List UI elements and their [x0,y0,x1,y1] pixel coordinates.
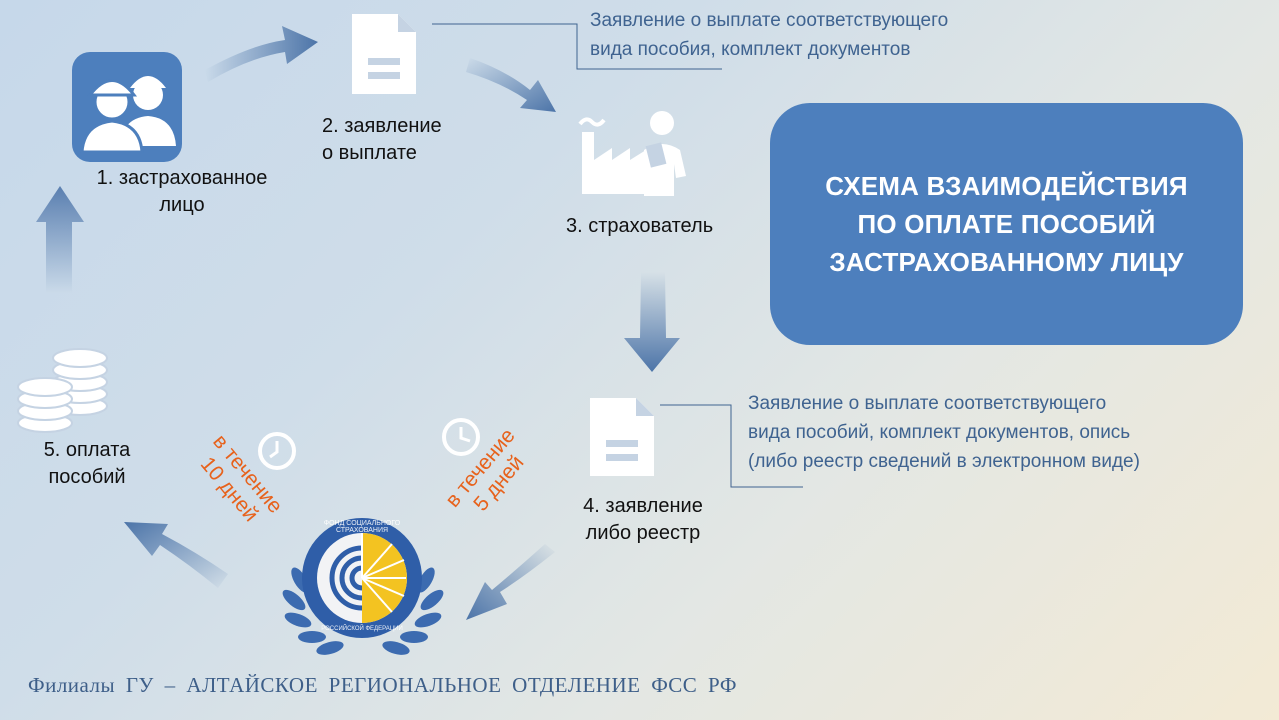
step-1-label: 1. застрахованное лицо [66,165,298,219]
step-4-note: Заявление о выплате соответствующего вид… [748,389,1140,476]
flow-arrow-4-to-fund [466,544,555,620]
note-connector-step4 [660,404,803,488]
step-2-note-line-2: вида пособия, комплект документов [590,39,911,60]
step-4-note-line-2: вида пособий, комплект документов, опись [748,422,1131,443]
step-3-line-1: 3. страхователь [566,215,714,237]
step-5-line-2: пособий [48,466,126,488]
footer-organization: Филиалы ГУ – АЛТАЙСКОЕ РЕГИОНАЛЬНОЕ ОТДЕ… [28,673,737,697]
title-line-2: ПО ОПЛАТЕ ПОСОБИЙ [857,209,1156,239]
title-line-3: ЗАСТРАХОВАННОМУ ЛИЦУ [829,247,1184,277]
title-box: СХЕМА ВЗАИМОДЕЙСТВИЯ ПО ОПЛАТЕ ПОСОБИЙ З… [770,103,1243,345]
emblem-text-top: ФОНД СОЦИАЛЬНОГО СТРАХОВАНИЯ [323,520,401,534]
fss-emblem-ring-text: ФОНД СОЦИАЛЬНОГО СТРАХОВАНИЯ [302,520,422,534]
document-icon [352,14,416,94]
employer-factory-icon [578,111,686,196]
clock-icon [258,432,296,470]
emblem-text-bottom: РОССИЙСКОЙ ФЕДЕРАЦИИ [321,626,403,632]
flow-arrow-fund-to-5 [124,522,228,588]
flow-arrow-5-to-1 [36,186,84,293]
step-4-line-1: 4. заявление [583,495,703,517]
step-3-label: 3. страхователь [566,213,713,240]
document-icon [590,398,654,476]
step-5-line-1: 5. оплата [43,439,131,461]
step-1-line-2: лицо [159,194,205,216]
step-2-note-line-1: Заявление о выплате соответствующего [590,10,949,31]
flow-arrow-2-to-3 [466,58,556,112]
step-2-line-2: о выплате [322,142,417,164]
title-line-1: СХЕМА ВЗАИМОДЕЙСТВИЯ [825,171,1188,201]
step-2-line-1: 2. заявление [322,115,442,137]
step-2-note: Заявление о выплате соответствующего вид… [590,6,948,64]
step-2-label: 2. заявление о выплате [322,113,442,167]
flow-arrow-1-to-2 [205,26,318,82]
fss-emblem-logo [282,518,444,655]
coins-icon [17,348,108,433]
step-4-note-line-1: Заявление о выплате соответствующего [748,393,1107,414]
step-4-note-line-3: (либо реестр сведений в электронном виде… [748,451,1140,472]
step-1-line-1: 1. застрахованное [96,167,268,189]
clock-icon [442,418,480,456]
insured-workers-icon [72,52,182,162]
step-4-label: 4. заявление либо реестр [568,493,718,547]
step-5-label: 5. оплата пособий [30,437,144,491]
page-title: СХЕМА ВЗАИМОДЕЙСТВИЯ ПО ОПЛАТЕ ПОСОБИЙ З… [825,167,1188,281]
fss-emblem-ring-text-bottom: РОССИЙСКОЙ ФЕДЕРАЦИИ [312,626,412,632]
note-connector-step2 [432,23,722,70]
flow-arrow-3-to-4 [624,272,680,372]
step-4-line-2: либо реестр [585,522,701,544]
